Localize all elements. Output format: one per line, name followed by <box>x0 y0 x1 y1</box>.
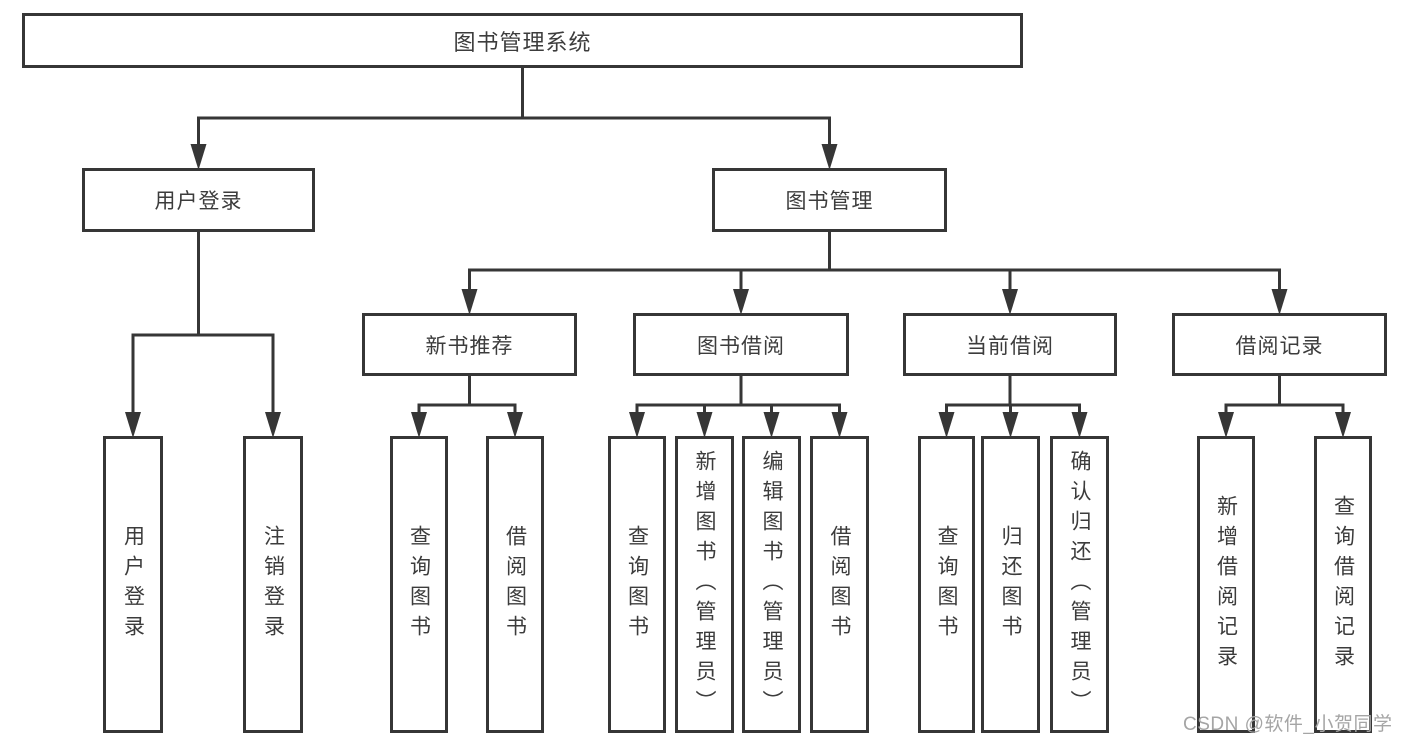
edge-book-mgmt-to-current-borrow <box>828 232 1012 293</box>
node-label-user-login: 用户登录 <box>154 190 243 213</box>
node-leaf-borrow-book: 借阅图书 <box>810 436 869 733</box>
node-book-borrow: 图书借阅 <box>633 313 849 376</box>
arrowhead-icon <box>733 289 749 315</box>
node-label-leaf-borrow-book: 借阅图书 <box>828 524 851 645</box>
node-label-leaf-query-book-borrow: 查询图书 <box>625 524 649 645</box>
node-label-leaf-user-login: 用户登录 <box>121 524 145 645</box>
node-leaf-borrow-book-rec: 借阅图书 <box>486 436 544 733</box>
node-label-leaf-query-book-cur: 查询图书 <box>935 524 958 645</box>
edge-book-mgmt-to-borrow-record <box>828 232 1281 293</box>
arrowhead-icon <box>696 412 713 438</box>
node-leaf-query-book-cur: 查询图书 <box>918 436 975 733</box>
node-user-login: 用户登录 <box>82 168 315 232</box>
edge-current-borrow-to-leaf-query-book-cur <box>945 376 1012 416</box>
node-label-leaf-borrow-book-rec: 借阅图书 <box>503 524 527 645</box>
node-leaf-add-borrow-record: 新增借阅记录 <box>1197 436 1255 733</box>
node-label-book-mgmt: 图书管理 <box>785 190 874 213</box>
edge-book-borrow-to-leaf-edit-book <box>739 376 773 416</box>
edge-new-book-rec-to-leaf-borrow-book-rec <box>468 376 517 416</box>
node-label-leaf-query-book-rec: 查询图书 <box>407 524 431 645</box>
edge-user-login-to-leaf-user-login <box>131 232 200 416</box>
node-leaf-return-book: 归还图书 <box>981 436 1040 733</box>
node-label-book-borrow: 图书借阅 <box>697 334 785 358</box>
edge-borrow-record-to-leaf-query-borrow-record <box>1278 376 1345 416</box>
node-leaf-logout: 注销登录 <box>243 436 303 733</box>
node-leaf-query-book-borrow: 查询图书 <box>608 436 666 733</box>
edge-book-borrow-to-leaf-query-book-borrow <box>635 376 743 416</box>
node-label-leaf-return-book: 归还图书 <box>999 524 1022 645</box>
arrowhead-icon <box>831 412 848 438</box>
node-label-leaf-add-book: 新增图书（管理员） <box>693 449 716 720</box>
node-label-borrow-record: 借阅记录 <box>1235 334 1324 358</box>
node-label-root: 图书管理系统 <box>453 29 592 55</box>
node-label-leaf-confirm-return: 确认归还（管理员） <box>1068 449 1091 720</box>
node-leaf-edit-book: 编辑图书（管理员） <box>742 436 801 733</box>
node-label-current-borrow: 当前借阅 <box>966 334 1054 358</box>
edge-current-borrow-to-leaf-confirm-return <box>1008 376 1081 416</box>
node-label-leaf-logout: 注销登录 <box>261 524 285 645</box>
arrowhead-icon <box>629 412 645 438</box>
node-borrow-record: 借阅记录 <box>1172 313 1387 376</box>
arrowhead-icon <box>1271 289 1288 315</box>
edge-book-borrow-to-leaf-borrow-book <box>739 376 841 416</box>
node-label-new-book-rec: 新书推荐 <box>425 334 514 358</box>
arrowhead-icon <box>763 412 780 438</box>
edge-book-mgmt-to-new-book-rec <box>468 232 831 293</box>
arrowhead-icon <box>1002 289 1018 315</box>
arrowhead-icon <box>190 144 207 170</box>
arrowhead-icon <box>461 289 478 315</box>
edge-book-borrow-to-leaf-add-book <box>703 376 743 416</box>
edge-root-to-book-mgmt <box>521 68 831 148</box>
node-leaf-confirm-return: 确认归还（管理员） <box>1050 436 1109 733</box>
arrowhead-icon <box>411 412 427 438</box>
edge-root-to-user-login <box>197 68 524 148</box>
arrowhead-icon <box>938 412 955 438</box>
node-leaf-query-borrow-record: 查询借阅记录 <box>1314 436 1372 733</box>
arrowhead-icon <box>1002 412 1019 438</box>
edge-new-book-rec-to-leaf-query-book-rec <box>417 376 471 416</box>
node-leaf-add-book: 新增图书（管理员） <box>675 436 734 733</box>
arrowhead-icon <box>125 412 141 438</box>
arrowhead-icon <box>507 412 523 438</box>
arrowhead-icon <box>1071 412 1088 438</box>
arrowhead-icon <box>1335 412 1351 438</box>
node-root: 图书管理系统 <box>22 13 1023 68</box>
arrowhead-icon <box>265 412 281 438</box>
edge-book-mgmt-to-book-borrow <box>739 232 831 293</box>
edge-user-login-to-leaf-logout <box>197 232 275 416</box>
node-leaf-query-book-rec: 查询图书 <box>390 436 448 733</box>
watermark: CSDN @软件_小贺同学 <box>1183 714 1393 735</box>
arrowhead-icon <box>821 144 838 170</box>
edge-borrow-record-to-leaf-add-borrow-record <box>1224 376 1281 416</box>
node-current-borrow: 当前借阅 <box>903 313 1117 376</box>
node-new-book-rec: 新书推荐 <box>362 313 577 376</box>
node-book-mgmt: 图书管理 <box>712 168 947 232</box>
node-label-leaf-edit-book: 编辑图书（管理员） <box>760 449 783 720</box>
node-leaf-user-login: 用户登录 <box>103 436 163 733</box>
node-label-leaf-add-borrow-record: 新增借阅记录 <box>1214 494 1238 675</box>
arrowhead-icon <box>1218 412 1234 438</box>
node-label-leaf-query-borrow-record: 查询借阅记录 <box>1331 494 1355 675</box>
